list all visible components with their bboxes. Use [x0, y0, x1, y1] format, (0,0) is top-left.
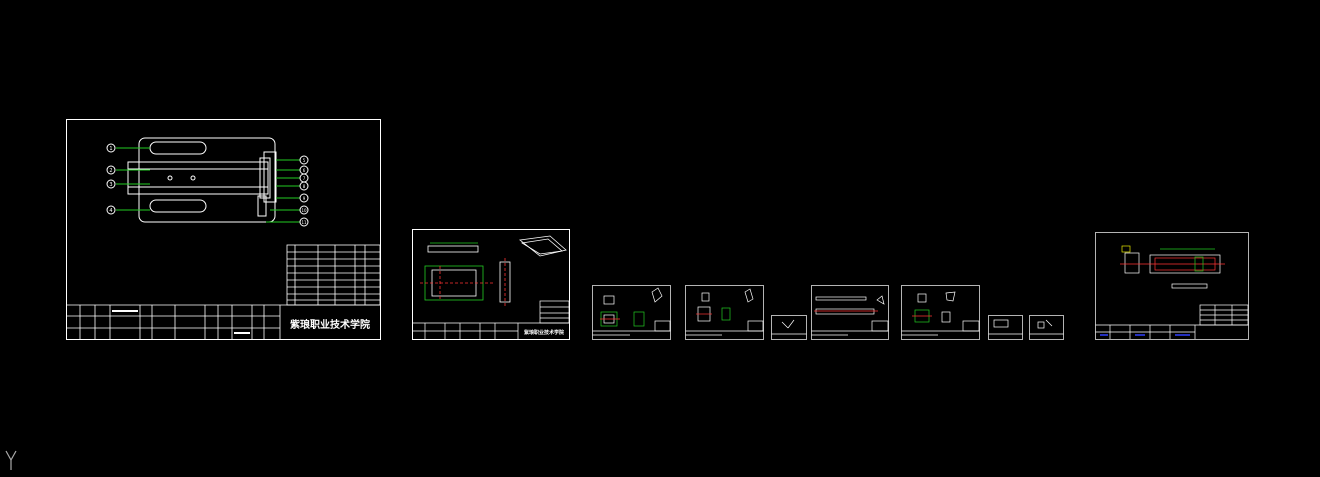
ucs-icon	[5, 450, 17, 470]
sheet-part-drawing-4[interactable]	[685, 285, 764, 340]
part-views	[771, 319, 807, 335]
sheet-part-drawing-9[interactable]	[1029, 315, 1064, 340]
sheet-part-drawing-8[interactable]	[988, 315, 1023, 340]
sheet-border	[685, 285, 764, 340]
sheet-border	[412, 229, 570, 340]
balloon-4: 4	[109, 208, 112, 214]
sheet-border	[988, 315, 1023, 340]
title-block	[685, 320, 764, 336]
sheet-border	[592, 285, 671, 340]
school-title: 紫琅职业技术学院	[290, 318, 370, 331]
ucs-axis-label: Y	[29, 463, 35, 472]
balloon-2: 2	[109, 168, 112, 174]
part-views	[988, 319, 1023, 335]
sheet-assembly-drawing[interactable]: 1 2 3 4 5 6 7 8 9 10 11	[66, 119, 381, 340]
sheet-part-drawing-6[interactable]	[811, 285, 889, 340]
school-title: 紫琅职业技术学院	[524, 329, 564, 336]
title-block	[412, 300, 570, 339]
parts-list-table	[1199, 304, 1249, 326]
balloon-5: 5	[303, 158, 306, 163]
title-block	[1095, 324, 1249, 339]
part-views	[600, 287, 663, 327]
sheet-border	[901, 285, 980, 340]
balloon-8: 8	[303, 184, 306, 189]
sheet-part-drawing-10[interactable]	[1095, 232, 1249, 340]
part-views	[912, 291, 956, 323]
part-views	[420, 235, 567, 306]
balloon-9: 9	[303, 196, 306, 201]
balloon-3: 3	[109, 182, 112, 188]
balloon-callouts: 1 2 3 4 5 6 7 8 9 10 11	[106, 143, 309, 227]
sheet-part-drawing-7[interactable]	[901, 285, 980, 340]
sheet-part-drawing-2[interactable]: 紫琅职业技术学院	[412, 229, 570, 340]
title-block	[901, 320, 980, 336]
balloon-6: 6	[303, 168, 306, 173]
assembly-view	[127, 137, 277, 223]
sheet-part-drawing-5[interactable]	[771, 315, 807, 340]
title-block	[811, 320, 889, 336]
sheet-border	[66, 119, 381, 340]
part-views	[814, 295, 885, 315]
part-views	[696, 288, 754, 322]
sheet-border	[1095, 232, 1249, 340]
part-views	[1120, 245, 1225, 289]
title-block	[592, 320, 671, 336]
sheet-border	[771, 315, 807, 340]
balloon-1: 1	[109, 146, 112, 152]
part-views	[1029, 319, 1064, 335]
parts-list-table	[286, 244, 381, 306]
sheet-part-drawing-3[interactable]	[592, 285, 671, 340]
balloon-10: 10	[301, 208, 307, 213]
sheet-border	[1029, 315, 1064, 340]
balloon-11: 11	[301, 220, 307, 225]
balloon-7: 7	[303, 176, 306, 181]
title-block	[66, 304, 381, 339]
sheet-border	[811, 285, 889, 340]
